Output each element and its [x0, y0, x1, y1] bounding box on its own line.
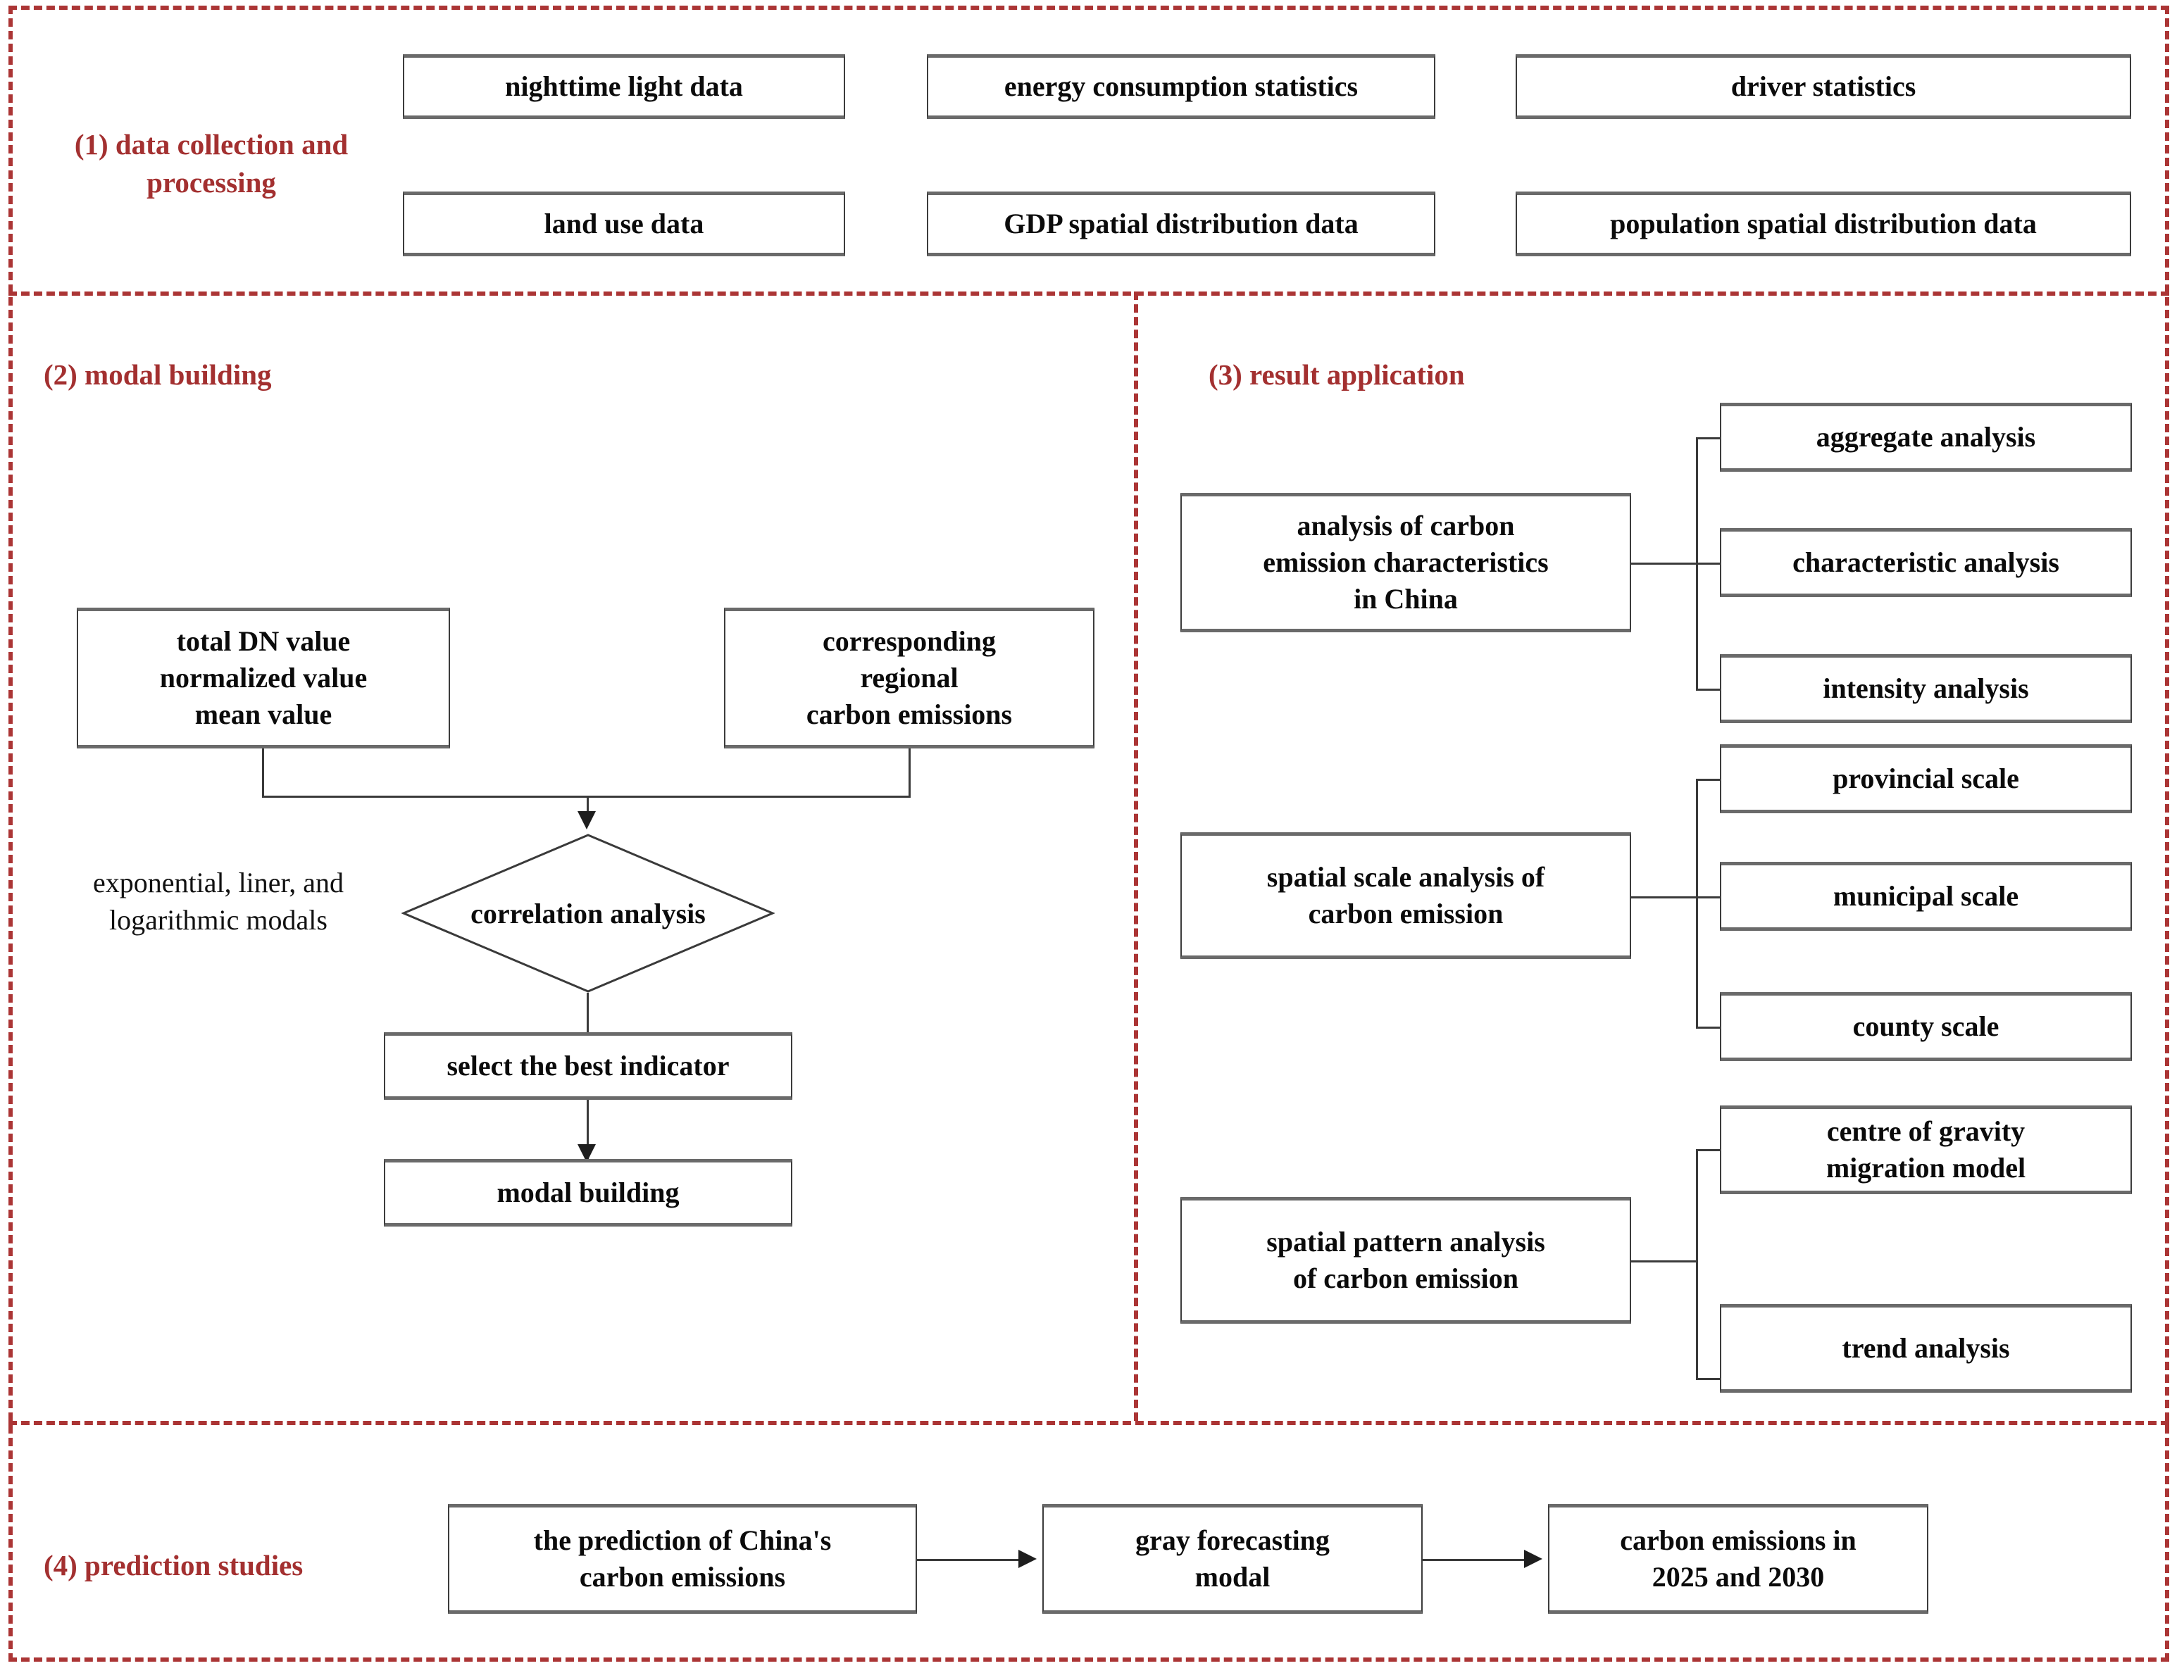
box-label: select the best indicator — [447, 1050, 730, 1082]
connector-merge-horizontal — [262, 796, 911, 798]
box-prediction-of-chinas-carbon-emissions: the prediction of China's carbon emissio… — [448, 1504, 917, 1614]
box-select-the-best-indicator: select the best indicator — [384, 1032, 792, 1100]
box-label: spatial pattern analysis of carbon emiss… — [1266, 1226, 1545, 1294]
connector-g2-to-provincial — [1696, 779, 1720, 781]
box-municipal-scale: municipal scale — [1720, 862, 2132, 931]
box-characteristic-analysis: characteristic analysis — [1720, 528, 2132, 597]
connector-diamond-to-select — [587, 993, 589, 1065]
connector-g2-stem — [1631, 896, 1696, 898]
box-gray-forecasting-modal: gray forecasting modal — [1042, 1504, 1423, 1614]
connector-g3-to-centre-of-gravity — [1696, 1149, 1720, 1151]
box-label: land use data — [544, 208, 704, 239]
connector-g3-to-trend — [1696, 1378, 1720, 1380]
box-county-scale: county scale — [1720, 992, 2132, 1061]
arrowhead-into-gray-forecasting — [1018, 1550, 1037, 1568]
box-driver-statistics: driver statistics — [1516, 54, 2131, 119]
box-label: analysis of carbon emission characterist… — [1263, 510, 1549, 615]
connector-total-dn-down — [262, 748, 264, 796]
box-modal-building-result: modal building — [384, 1159, 792, 1227]
box-centre-of-gravity-migration-model: centre of gravity migration model — [1720, 1105, 2132, 1194]
box-aggregate-analysis: aggregate analysis — [1720, 403, 2132, 472]
box-label: aggregate analysis — [1816, 421, 2036, 453]
connector-prediction-to-gray — [917, 1559, 1023, 1561]
box-label: carbon emissions in 2025 and 2030 — [1620, 1524, 1857, 1593]
connector-merge-to-diamond — [587, 796, 589, 822]
divider-section23-section4 — [8, 1421, 2169, 1425]
connector-g3-bus — [1696, 1149, 1698, 1378]
box-label: county scale — [1852, 1010, 1999, 1042]
connector-g1-to-aggregate — [1696, 437, 1720, 439]
box-analysis-of-carbon-emission-characteristics: analysis of carbon emission characterist… — [1180, 493, 1631, 632]
arrowhead-into-carbon-emissions-2025-2030 — [1524, 1550, 1542, 1568]
box-label: population spatial distribution data — [1610, 208, 2037, 239]
divider-section1-section23 — [8, 292, 2169, 296]
box-corresponding-regional-carbon-emissions: corresponding regional carbon emissions — [724, 608, 1094, 748]
connector-gray-to-carbon-emissions — [1423, 1559, 1528, 1561]
box-provincial-scale: provincial scale — [1720, 744, 2132, 813]
connector-g2-to-county — [1696, 1027, 1720, 1029]
box-population-spatial-distribution-data: population spatial distribution data — [1516, 192, 2131, 256]
box-label: energy consumption statistics — [1004, 70, 1359, 102]
connector-g1-to-intensity — [1696, 689, 1720, 691]
box-total-dn-value: total DN value normalized value mean val… — [77, 608, 450, 748]
connector-carbon-emissions-down — [909, 748, 911, 796]
box-spatial-scale-analysis: spatial scale analysis of carbon emissio… — [1180, 832, 1631, 959]
box-label: spatial scale analysis of carbon emissio… — [1266, 861, 1545, 929]
box-label: driver statistics — [1730, 70, 1916, 102]
box-carbon-emissions-2025-2030: carbon emissions in 2025 and 2030 — [1548, 1504, 1928, 1614]
box-gdp-spatial-distribution-data: GDP spatial distribution data — [927, 192, 1435, 256]
box-label: municipal scale — [1833, 880, 2019, 912]
box-label: nighttime light data — [505, 70, 743, 102]
arrowhead-into-correlation-analysis — [578, 811, 596, 829]
section-label-result-application: (3) result application — [1209, 358, 1465, 391]
section-label-modal-building: (2) modal building — [44, 358, 272, 391]
box-trend-analysis: trend analysis — [1720, 1304, 2132, 1393]
section-label-prediction-studies: (4) prediction studies — [44, 1549, 304, 1581]
connector-g2-bus — [1696, 779, 1698, 1027]
box-energy-consumption-statistics: energy consumption statistics — [927, 54, 1435, 119]
annotation-modal-types: exponential, liner, and logarithmic moda… — [92, 867, 344, 936]
connector-g1-stem — [1631, 563, 1696, 565]
diamond-label: correlation analysis — [470, 897, 706, 929]
box-label: characteristic analysis — [1792, 546, 2059, 578]
box-label: modal building — [497, 1177, 680, 1208]
box-label: trend analysis — [1842, 1332, 2010, 1364]
box-land-use-data: land use data — [403, 192, 845, 256]
box-spatial-pattern-analysis: spatial pattern analysis of carbon emiss… — [1180, 1197, 1631, 1324]
box-label: GDP spatial distribution data — [1004, 208, 1359, 239]
box-label: centre of gravity migration model — [1826, 1115, 2026, 1184]
box-label: provincial scale — [1833, 763, 2019, 794]
diamond-correlation-analysis: correlation analysis — [401, 833, 775, 993]
connector-g1-to-characteristic — [1696, 563, 1720, 565]
box-label: total DN value normalized value mean val… — [159, 625, 368, 730]
section-label-data-collection: (1) data collection and processing — [74, 128, 349, 199]
box-label: the prediction of China's carbon emissio… — [533, 1524, 832, 1593]
connector-select-to-modal-building — [587, 1100, 589, 1163]
box-nighttime-light-data: nighttime light data — [403, 54, 845, 119]
box-label: intensity analysis — [1823, 672, 2029, 704]
connector-g2-to-municipal — [1696, 896, 1720, 898]
box-label: corresponding regional carbon emissions — [806, 625, 1013, 730]
connector-g3-stem — [1631, 1260, 1696, 1262]
box-label: gray forecasting modal — [1135, 1524, 1330, 1593]
box-intensity-analysis: intensity analysis — [1720, 654, 2132, 723]
outer-dashed-frame — [8, 6, 2169, 1662]
divider-section2-section3 — [1134, 292, 1138, 1421]
diamond-shape — [401, 834, 775, 993]
